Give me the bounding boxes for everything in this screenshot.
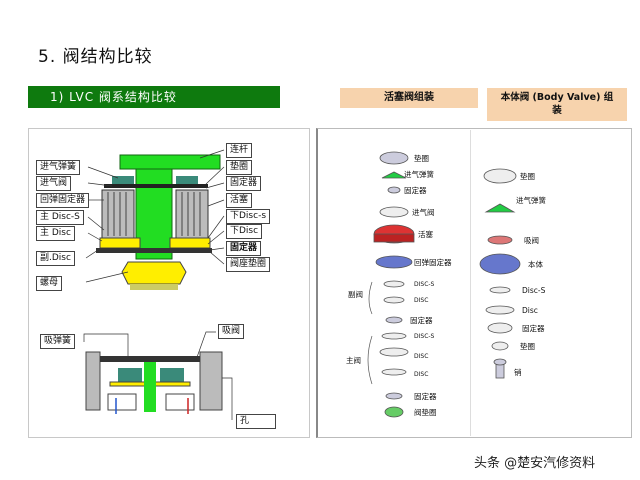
washer-plate <box>104 184 208 188</box>
p-spring <box>381 171 407 179</box>
p-disc-3 <box>381 368 407 376</box>
b-label-spring-in: 进气弹簧 <box>516 196 546 205</box>
assembly-diagram-panel <box>316 128 632 438</box>
label-piston: 活塞 <box>226 193 253 208</box>
label-lower-disc-s: 下Disc-s <box>226 209 271 224</box>
p-label-disc-1: DISC <box>414 297 429 304</box>
p-label-spring-in: 进气弹簧 <box>404 170 434 179</box>
label-hole: 孔 <box>236 414 276 429</box>
p-label-washer: 垫圈 <box>414 154 429 163</box>
p-label-main-valve: 主阀 <box>346 356 361 365</box>
label-lower-disc: 下Disc <box>226 224 263 239</box>
p-valve-in <box>379 206 409 218</box>
nut <box>121 261 187 285</box>
b-label-disc-s: Disc-S <box>522 286 546 295</box>
p-label-fixer-2: 固定器 <box>410 316 433 325</box>
p-fixer-2 <box>385 316 403 324</box>
body-left-wall <box>85 351 101 411</box>
b-label-fixer: 固定器 <box>522 324 545 333</box>
p-label-rebound: 回弹固定器 <box>414 258 452 267</box>
b-label-body: 本体 <box>528 260 543 269</box>
b-label-washer: 垫圈 <box>520 172 535 181</box>
p-label-sub-valve: 副阀 <box>348 290 363 299</box>
body-left-block <box>107 393 137 411</box>
b-label-disc: Disc <box>522 306 538 315</box>
b-disc <box>485 305 515 315</box>
p-disc <box>383 296 405 304</box>
body-top-plate <box>100 356 200 362</box>
b-label-pin: 销 <box>514 368 522 377</box>
label-seat-washer: 阀座垫圈 <box>226 257 271 272</box>
p-label-disc-s-2: DISC-S <box>414 333 435 340</box>
body-right-wall <box>199 351 223 411</box>
body-right-block <box>165 393 195 411</box>
body-valve-header-line1: 本体阀 (Body Valve) 组 <box>500 92 614 103</box>
p-seat-washer <box>384 406 404 418</box>
label-washer: 垫圈 <box>226 160 253 175</box>
p-fixer-3 <box>385 392 403 400</box>
piston-assembly-header: 活塞阀组装 <box>340 88 478 108</box>
b-body <box>479 253 521 275</box>
label-fixer-2: 固定器 <box>226 241 262 256</box>
p-disc-s-2 <box>381 332 407 340</box>
section-header: 1) LVC 阀系结构比较 <box>28 86 280 108</box>
b-disc-s <box>489 286 511 294</box>
p-label-disc-2: DISC <box>414 353 429 360</box>
body-left-spring <box>118 368 142 382</box>
label-sub-disc: 副.Disc <box>36 251 75 266</box>
label-main-disc-s: 主 Disc-S <box>36 210 84 225</box>
p-label-piston: 活塞 <box>418 230 433 239</box>
nut-base <box>130 284 178 290</box>
p-label-valve-in: 进气阀 <box>412 208 435 217</box>
label-rod: 连杆 <box>226 143 253 158</box>
p-disc-2 <box>379 347 409 357</box>
seat-washer <box>96 248 212 253</box>
b-washer <box>483 168 517 184</box>
label-suction-spring: 吸弹簧 <box>40 334 76 349</box>
p-washer <box>379 151 409 165</box>
p-label-disc-3: DISC <box>414 371 429 378</box>
b-label-suction-valve: 吸阀 <box>524 236 539 245</box>
body-valve-header: 本体阀 (Body Valve) 组 装 <box>487 88 627 121</box>
panel-divider <box>470 130 471 436</box>
page-title: 5. 阀结构比较 <box>38 47 153 67</box>
p-label-disc-s-1: DISC-S <box>414 281 435 288</box>
right-piston-body <box>175 189 209 239</box>
b-suction-valve <box>487 235 513 245</box>
p-label-fixer-3: 固定器 <box>414 392 437 401</box>
body-valve-header-line2: 装 <box>552 105 562 116</box>
label-rebound-fixer: 回弹固定器 <box>36 193 90 208</box>
watermark: 头条 @楚安汽修资料 <box>474 456 596 471</box>
b-washer-2 <box>491 341 509 351</box>
label-fixer: 固定器 <box>226 176 262 191</box>
label-valve-in: 进气阀 <box>36 176 72 191</box>
p-label-fixer-1: 固定器 <box>404 186 427 195</box>
p-fixer <box>387 186 401 194</box>
b-fixer <box>487 322 513 334</box>
label-main-disc: 主 Disc <box>36 226 75 241</box>
body-pin <box>144 362 156 412</box>
b-spring <box>484 203 516 213</box>
label-nut: 螺母 <box>36 276 63 291</box>
left-piston-body <box>101 189 135 239</box>
body-right-spring <box>160 368 184 382</box>
b-label-washer-2: 垫圈 <box>520 342 535 351</box>
label-suction-valve: 吸阀 <box>218 324 245 339</box>
label-spring-in: 进气弹簧 <box>36 160 81 175</box>
p-label-seat-washer: 阀垫圈 <box>414 408 437 417</box>
p-disc-s <box>383 280 405 288</box>
p-rebound <box>375 255 413 269</box>
